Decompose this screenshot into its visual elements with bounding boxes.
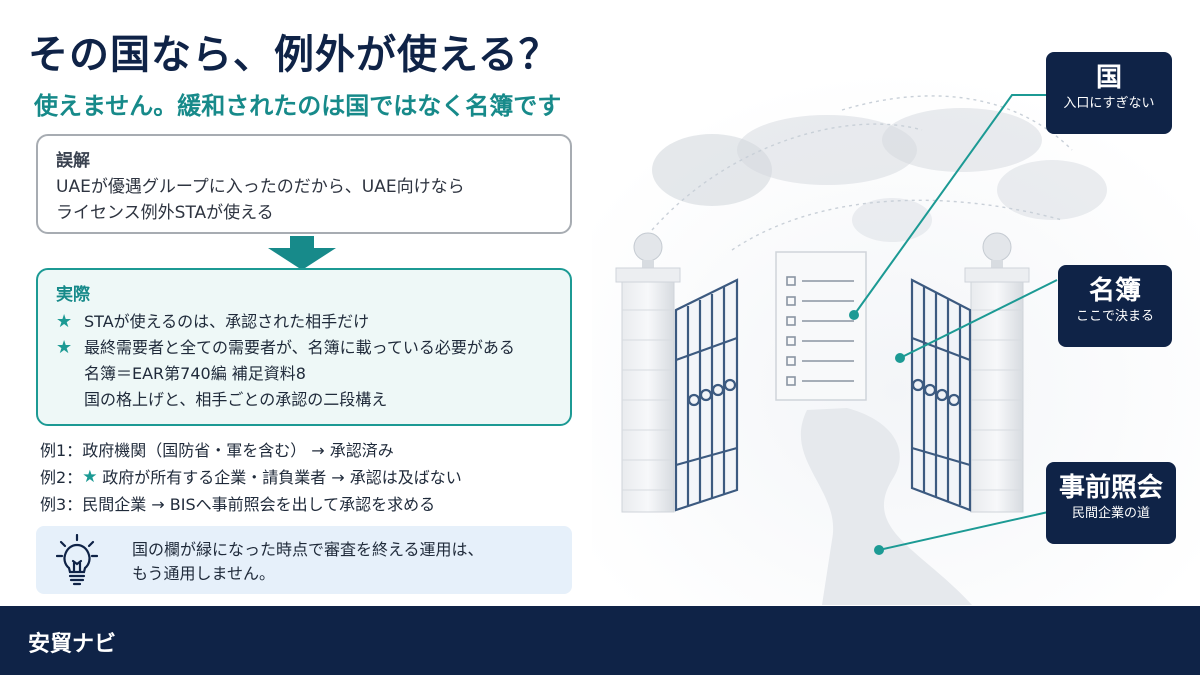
brand-logo: 安貿ナビ	[28, 632, 117, 657]
tip-box: 国の欄が緑になった時点で審査を終える運用は、 もう通用しません。	[36, 526, 572, 594]
page-title: その国なら、例外が使える？	[28, 32, 560, 78]
callout-main: 国	[1095, 63, 1122, 93]
reality-box: 実際 ★ STAが使えるのは、承認された相手だけ ★ 最終需要者と全ての需要者が…	[36, 268, 572, 426]
star-icon: ★	[82, 467, 98, 487]
callout-main: 事前照会	[1058, 473, 1163, 503]
reality-bullet-text: STAが使えるのは、承認された相手だけ	[84, 312, 370, 331]
example-item: 例2： ★ 政府が所有する企業・請負業者 → 承認は及ばない	[40, 464, 462, 491]
example-label: 例1：	[40, 441, 83, 460]
left-pillar	[615, 232, 681, 513]
road	[800, 408, 972, 605]
example-item: 例1： 政府機関（国防省・軍を含む） → 承認済み	[40, 437, 462, 464]
examples-list: 例1： 政府機関（国防省・軍を含む） → 承認済み 例2： ★ 政府が所有する企…	[40, 437, 462, 518]
reality-note: 名簿＝EAR第740編 補足資料8	[84, 364, 306, 383]
page-subtitle: 使えません。緩和されたのは国ではなく名簿です	[34, 92, 562, 120]
example-text: 政府が所有する企業・請負業者 → 承認は及ばない	[102, 468, 462, 487]
callout-inquiry: 事前照会 民間企業の道	[1046, 462, 1176, 544]
tip-text: 国の欄が緑になった時点で審査を終える運用は、 もう通用しません。	[132, 538, 484, 586]
tip-line: もう通用しません。	[132, 564, 276, 583]
misconception-heading: 誤解	[56, 151, 90, 171]
callout-sub: ここで決まる	[1075, 309, 1154, 324]
reality-note: 国の格上げと、相手ごとの承認の二段構え	[84, 390, 388, 409]
world-map	[652, 108, 1107, 242]
document-icon	[775, 251, 867, 401]
star-icon: ★	[56, 337, 73, 358]
callout-main: 名簿	[1088, 276, 1141, 306]
tip-line: 国の欄が緑になった時点で審査を終える運用は、	[132, 540, 484, 559]
reality-bullet-text: 最終需要者と全ての需要者が、名簿に載っている必要がある	[84, 338, 515, 357]
misconception-line: ライセンス例外STAが使える	[56, 203, 274, 223]
example-item: 例3： 民間企業 → BISへ事前照会を出して承認を求める	[40, 491, 462, 518]
reality-heading: 実際	[56, 285, 90, 305]
star-icon: ★	[56, 311, 73, 332]
reality-bullet: ★ 最終需要者と全ての需要者が、名簿に載っている必要がある	[56, 335, 552, 361]
footer-bar: 安貿ナビ	[0, 606, 1200, 675]
example-text: 民間企業 → BISへ事前照会を出して承認を求める	[82, 495, 436, 514]
reality-bullet: ★ STAが使えるのは、承認された相手だけ	[56, 309, 552, 335]
misconception-line: UAEが優遇グループに入ったのだから、UAE向けなら	[56, 177, 465, 197]
callout-sub: 民間企業の道	[1071, 506, 1150, 521]
misconception-box: 誤解 UAEが優遇グループに入ったのだから、UAE向けなら ライセンス例外STA…	[36, 134, 572, 234]
example-label: 例3：	[40, 495, 83, 514]
example-label: 例2：	[40, 468, 83, 487]
example-text: 政府機関（国防省・軍を含む） → 承認済み	[82, 441, 394, 460]
right-gate	[910, 278, 972, 512]
callout-country: 国 入口にすぎない	[1046, 52, 1172, 134]
callout-list: 名簿 ここで決まる	[1058, 265, 1172, 347]
callout-sub: 入口にすぎない	[1063, 96, 1155, 111]
down-arrow-icon	[268, 236, 336, 270]
lightbulb-icon	[56, 534, 98, 586]
right-pillar	[964, 232, 1030, 513]
left-gate	[674, 278, 739, 512]
